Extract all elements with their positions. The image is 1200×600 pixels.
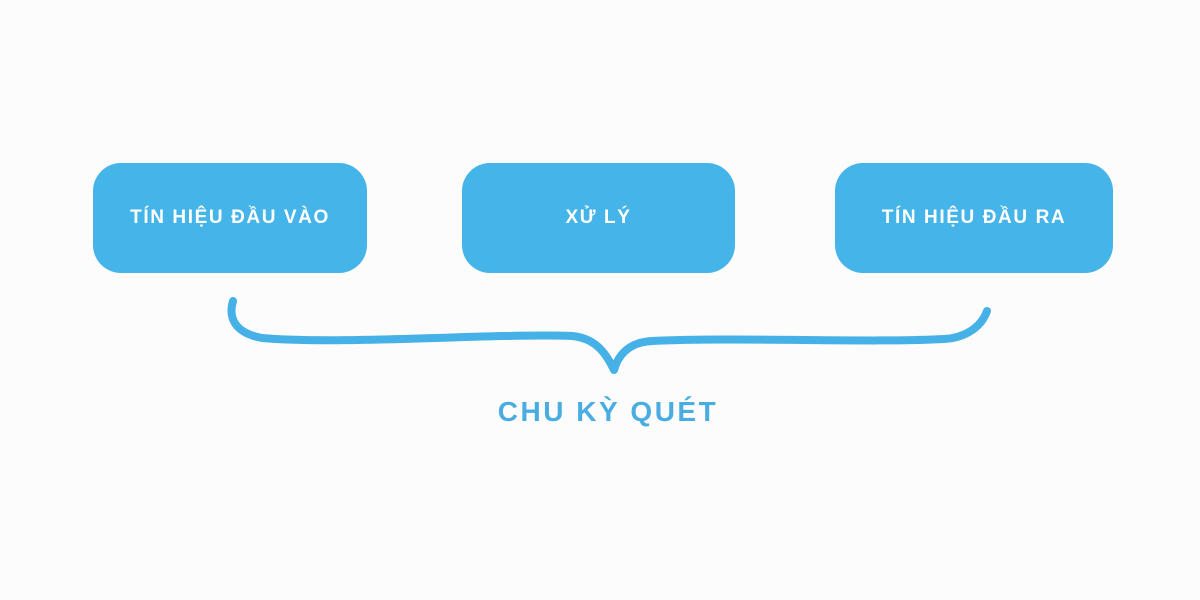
box-output-signal-label: TÍN HIỆU ĐẦU RA: [881, 207, 1067, 228]
box-output-signal: TÍN HIỆU ĐẦU RA: [835, 163, 1113, 273]
box-input-signal-label: TÍN HIỆU ĐẦU VÀO: [130, 207, 330, 228]
box-processing-label: XỬ LÝ: [565, 207, 632, 228]
box-processing: XỬ LÝ: [462, 163, 735, 273]
box-input-signal: TÍN HIỆU ĐẦU VÀO: [93, 163, 367, 273]
brace-curve-path: [227, 297, 991, 374]
brace-label: CHU KỲ QUÉT: [497, 396, 719, 427]
